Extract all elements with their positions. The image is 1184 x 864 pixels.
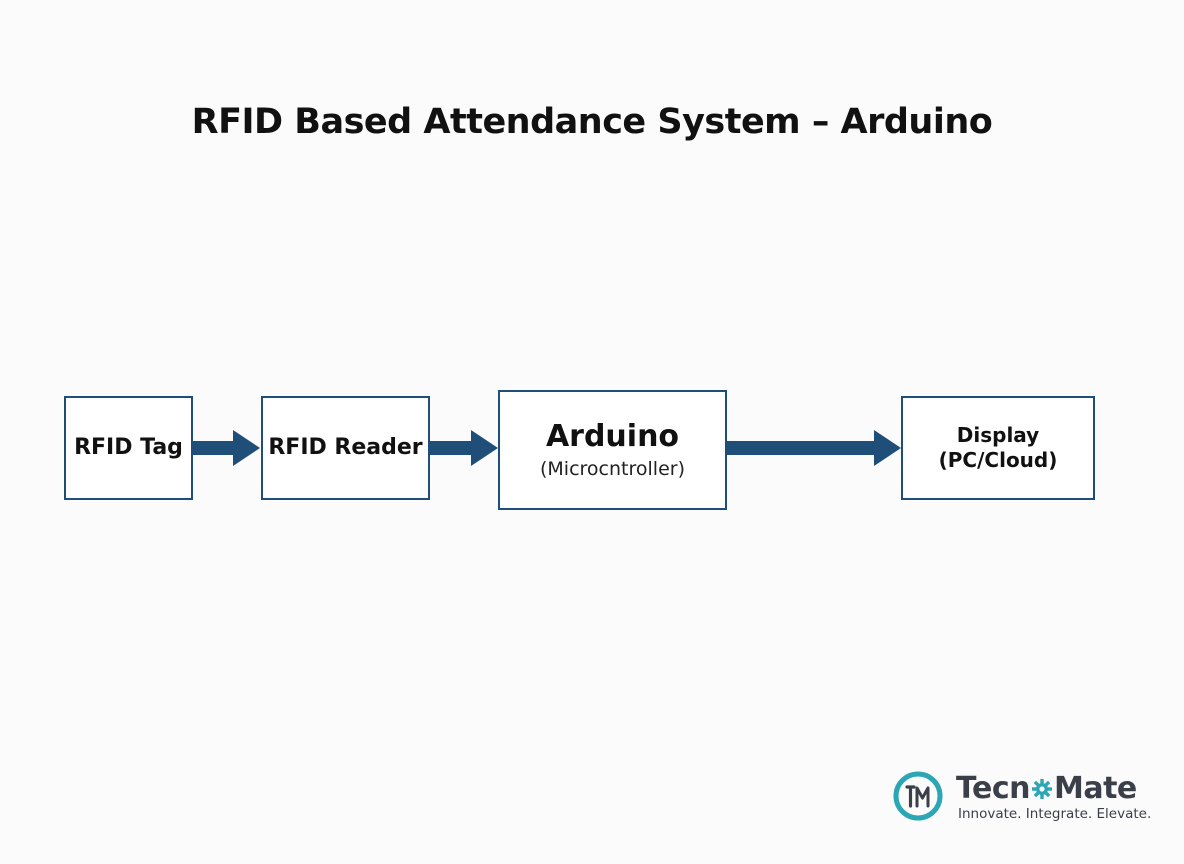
display-sublabel: (PC/Cloud)	[938, 448, 1058, 472]
tecnomate-logo: Tecn Mate Innovate. Integrate. Elevate.	[892, 770, 1162, 830]
rfid-tag-block: RFID Tag	[64, 396, 193, 500]
logo-wordmark-part2: Mate	[1053, 771, 1137, 806]
logo-tagline: Innovate. Integrate. Elevate.	[958, 806, 1152, 822]
gear-icon	[1031, 779, 1052, 799]
arrow-reader-to-arduino	[430, 430, 498, 466]
display-label: Display	[956, 423, 1040, 447]
arduino-label: Arduino	[545, 418, 680, 454]
rfid-reader-block: RFID Reader	[261, 396, 430, 500]
arduino-sublabel: (Microcntroller)	[540, 458, 685, 481]
rfid-tag-label: RFID Tag	[74, 435, 183, 461]
logo-wordmark-part1: Tecn	[956, 771, 1030, 806]
diagram-title: RFID Based Attendance System – Arduino	[191, 102, 993, 142]
arrow-tag-to-reader	[193, 430, 260, 466]
rfid-reader-label: RFID Reader	[268, 435, 423, 461]
display-block: Display (PC/Cloud)	[901, 396, 1095, 500]
tecnomate-logo-icon	[893, 771, 943, 821]
logo-wordmark: Tecn Mate	[956, 770, 1137, 808]
arrow-arduino-to-display	[727, 430, 901, 466]
arduino-block: Arduino (Microcntroller)	[498, 390, 727, 510]
